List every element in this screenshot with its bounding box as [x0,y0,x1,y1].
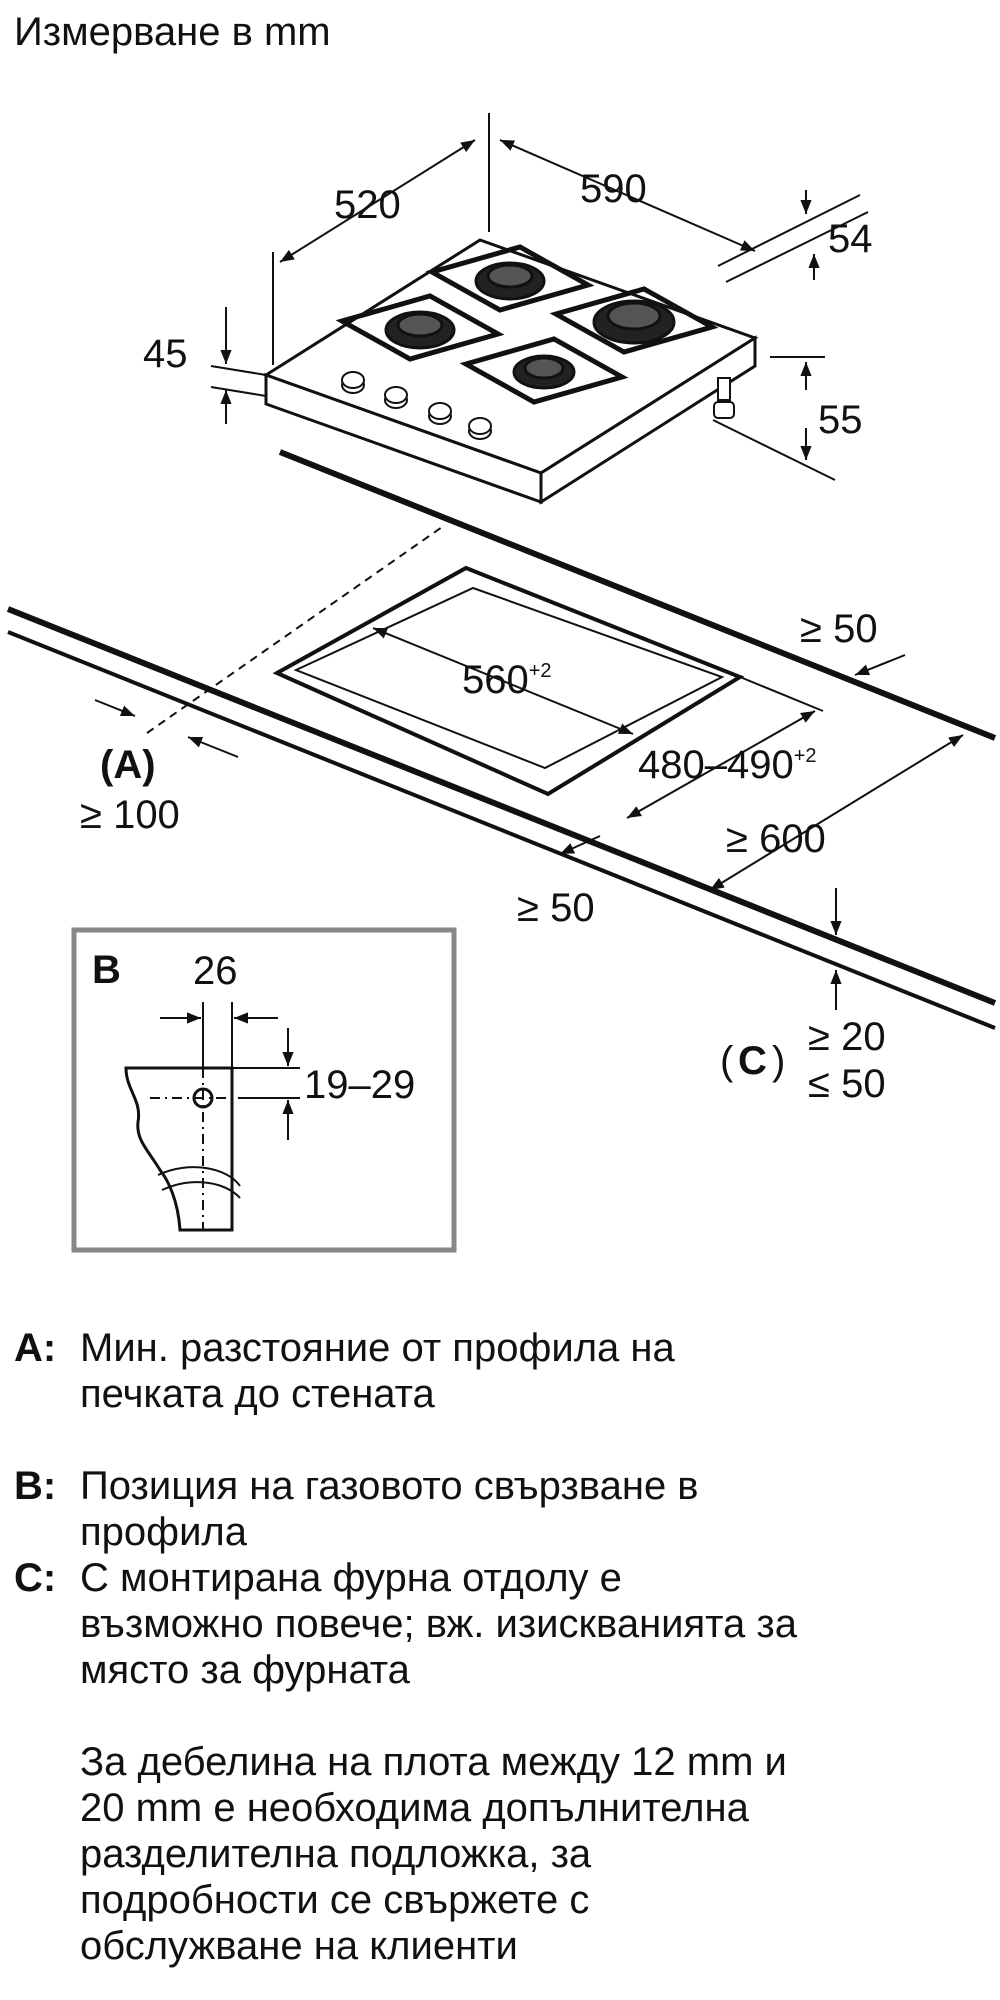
legend-key: A: [14,1326,57,1370]
legend-text: С монтирана фурна отдолу е възможно пове… [80,1556,797,1692]
legend-item-a: A: Мин. разстояние от профила на печката… [14,1325,984,1417]
dim-c-min: ≥ 20 [808,1015,886,1059]
control-knobs [341,371,492,440]
burner [474,261,546,301]
cutout-inner [293,586,725,770]
cooktop-side-face [539,335,757,505]
dim-back-clearance: ≥ 50 [800,607,878,651]
countertop-dimension-lines [94,627,964,1010]
legend-key: B: [14,1464,57,1508]
dim-front-clearance: ≥ 50 [517,886,595,930]
burner [512,354,576,390]
note-text: За дебелина на плота между 12 mm и 20 mm… [80,1740,787,1968]
page-title: Измерване в mm [14,10,331,54]
detail-b-box: B 26 19–29 [71,927,457,1253]
dim-wall-min: ≥ 100 [80,793,180,837]
label-b: B [92,948,121,992]
legend: A: Мин. разстояние от профила на печката… [14,1325,984,1969]
cooktop [262,238,759,505]
dim-54: 54 [828,217,873,261]
dim-55: 55 [818,398,863,442]
gas-connection [713,377,735,419]
dim-26: 26 [193,949,238,993]
label-c-close: ) [772,1039,785,1083]
dim-45: 45 [143,332,188,376]
pan-supports [335,244,719,405]
dim-cutout-depth: 480–490+2 [638,743,817,787]
label-a: (A) [100,743,156,787]
dim-19-29: 19–29 [304,1063,415,1107]
installation-diagram: 520 590 54 45 55 560+2 480–490+2 ≥ 50 ≥ … [6,113,997,1253]
dim-cutout-width: 560+2 [462,658,552,702]
legend-text: Мин. разстояние от профила на печката до… [80,1326,675,1416]
legend-item-b: B: Позиция на газовото свързване в профи… [14,1463,984,1555]
profile-drawing [124,1002,300,1232]
burner [592,299,676,345]
legend-note: За дебелина на плота между 12 mm и 20 mm… [14,1739,984,1969]
dim-590: 590 [580,167,647,211]
dim-counter-depth: ≥ 600 [726,817,826,861]
dim-c-max: ≤ 50 [808,1062,886,1106]
legend-item-c: C: С монтирана фурна отдолу е възможно п… [14,1555,984,1693]
legend-text: Позиция на газовото свързване в профила [80,1464,699,1554]
cooktop-dimension-lines [210,113,869,481]
label-c: C [738,1039,767,1083]
burner [384,310,456,350]
legend-key: C: [14,1556,57,1600]
label-c-open: ( [720,1039,734,1083]
dim-520: 520 [334,183,401,227]
